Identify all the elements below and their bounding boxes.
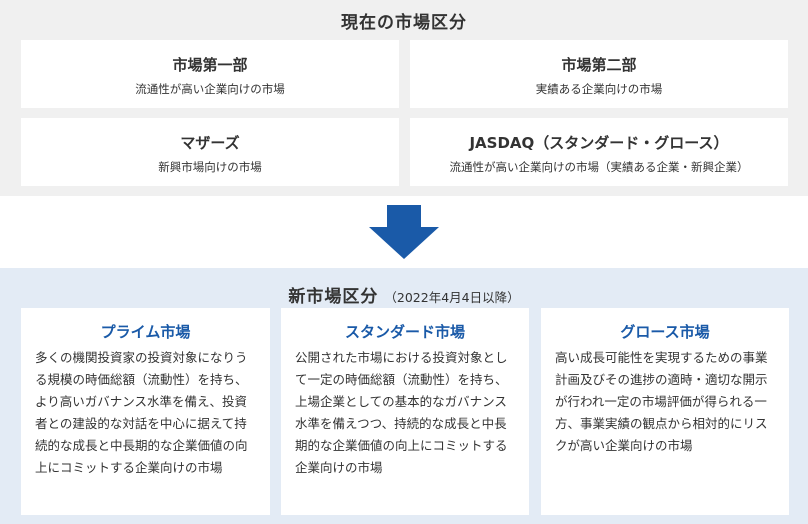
market-name: JASDAQ（スタンダード・グロース） xyxy=(469,134,729,152)
new-market-section: 新市場区分 （2022年4月4日以降） プライム市場 多くの機関投資家の投資対象に… xyxy=(0,268,808,524)
new-section-date: （2022年4月4日以降） xyxy=(384,290,520,305)
market-desc: 新興市場向けの市場 xyxy=(158,160,262,174)
market-name: 市場第一部 xyxy=(172,56,248,74)
market-name: グロース市場 xyxy=(620,323,710,341)
market-name: スタンダード市場 xyxy=(344,323,465,341)
market-name: 市場第二部 xyxy=(561,56,637,74)
market-name: マザーズ xyxy=(180,134,240,152)
market-card-jasdaq: JASDAQ（スタンダード・グロース） 流通性が高い企業向けの市場（実績ある企業… xyxy=(410,118,788,186)
market-card-standard: スタンダード市場 公開された市場における投資対象として一定の時価総額（流動性）を… xyxy=(281,308,529,515)
market-desc: 実績ある企業向けの市場 xyxy=(535,82,663,96)
market-desc: 流通性が高い企業向けの市場 xyxy=(135,82,285,96)
market-desc: 公開された市場における投資対象として一定の時価総額（流動性）を持ち、上場企業とし… xyxy=(295,350,508,475)
market-desc: 高い成長可能性を実現するための事業計画及びその進捗の適時・適切な開示が行われ一定… xyxy=(555,350,768,453)
arrow-down-icon xyxy=(369,205,439,259)
market-desc: 流通性が高い企業向けの市場（実績ある企業・新興企業） xyxy=(449,160,749,174)
market-card-second-section: 市場第二部 実績ある企業向けの市場 xyxy=(410,40,788,108)
market-desc: 多くの機関投資家の投資対象になりうる規模の時価総額（流動性）を持ち、より高いガバ… xyxy=(35,350,248,475)
market-name: プライム市場 xyxy=(100,323,191,341)
market-card-first-section: 市場第一部 流通性が高い企業向けの市場 xyxy=(21,40,399,108)
new-section-title: 新市場区分 xyxy=(288,287,379,307)
current-market-section: 現在の市場区分 市場第一部 流通性が高い企業向けの市場 市場第二部 実績ある企業… xyxy=(0,0,808,196)
market-card-prime: プライム市場 多くの機関投資家の投資対象になりうる規模の時価総額（流動性）を持ち… xyxy=(21,308,270,515)
market-card-growth: グロース市場 高い成長可能性を実現するための事業計画及びその進捗の適時・適切な開… xyxy=(541,308,789,515)
market-card-mothers: マザーズ 新興市場向けの市場 xyxy=(21,118,399,186)
new-section-heading: 新市場区分 （2022年4月4日以降） xyxy=(0,282,808,307)
current-section-title: 現在の市場区分 xyxy=(341,13,467,33)
